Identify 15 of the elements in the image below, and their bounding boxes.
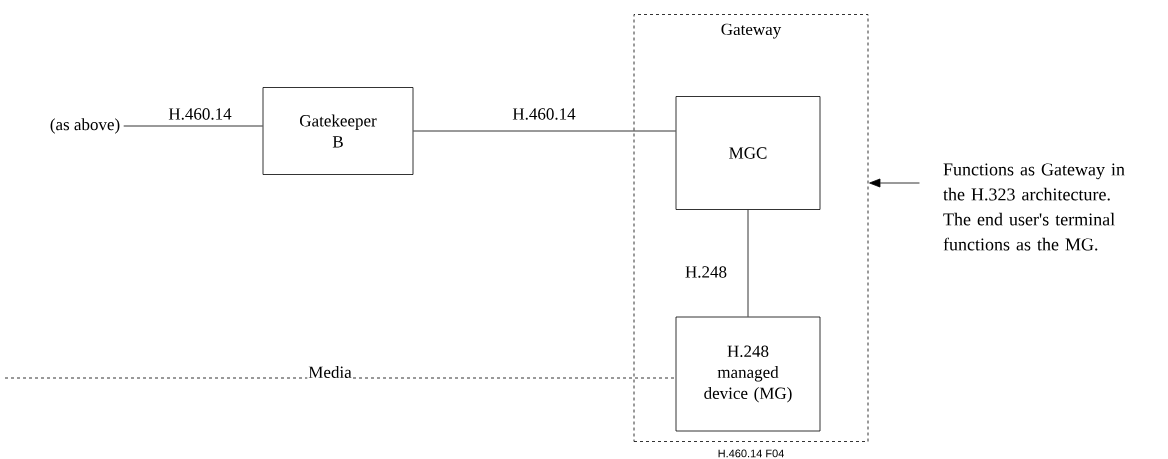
connector-line — [413, 130, 676, 132]
note-text: Functions as Gateway in the H.323 architecture. The end user's terminal functions as the MG. — [943, 163, 1125, 251]
edge-label: H.248 — [684, 265, 728, 279]
edge-label: Media — [307, 365, 353, 379]
connector-line — [4, 377, 676, 379]
process-box: MGC — [675, 96, 821, 210]
connector-line — [869, 178, 920, 188]
edge-label: H.460.14 — [511, 107, 577, 121]
figure-number: H.460.14 F04 — [718, 449, 784, 458]
process-box: Gatekeeper B — [262, 87, 414, 175]
connector-line — [123, 125, 263, 127]
note-text: (as above) — [50, 118, 120, 134]
edge-label: H.460.14 — [167, 107, 233, 121]
process-box: H.248 managed device (MG) — [675, 316, 821, 432]
connector-line — [747, 209, 749, 317]
